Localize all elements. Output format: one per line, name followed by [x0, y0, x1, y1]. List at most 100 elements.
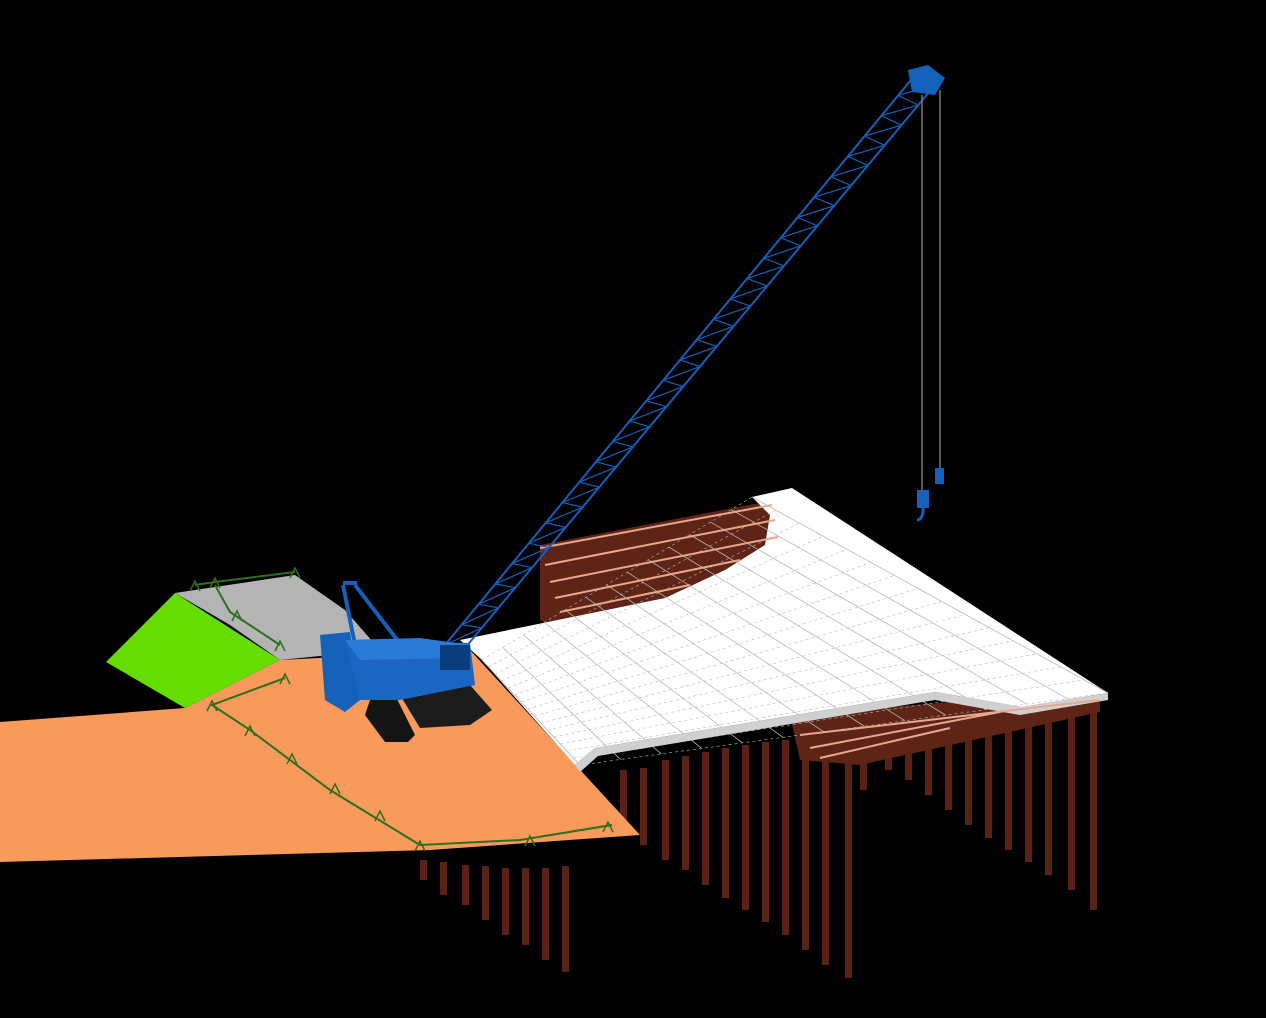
- girder-block-back: [540, 500, 790, 630]
- boom-lacing: [612, 440, 634, 448]
- fence-post: [274, 639, 286, 652]
- crane-cab-top: [345, 638, 470, 660]
- boom-lacing: [780, 225, 818, 239]
- temporary-deck: [460, 488, 1109, 772]
- steel-pile: [722, 748, 729, 898]
- steel-pile: [925, 718, 932, 795]
- boom-lacing: [814, 196, 835, 207]
- boom-lacing: [545, 506, 583, 524]
- boom-lacing: [663, 365, 701, 381]
- boom-lacing: [847, 155, 869, 166]
- boom-lacing: [629, 406, 667, 422]
- steel-pile: [420, 860, 427, 880]
- steel-pile: [662, 760, 669, 860]
- steel-pile: [562, 866, 569, 972]
- boom-lacing: [814, 184, 852, 198]
- deck-grid-line: [488, 509, 776, 668]
- boom-lacing: [512, 562, 533, 569]
- boom-lacing: [495, 583, 516, 589]
- steel-pile: [845, 738, 852, 978]
- fence-post: [329, 782, 341, 795]
- boom-lacing: [881, 115, 902, 126]
- boom-lacing: [830, 176, 852, 187]
- boom-lacing: [562, 486, 600, 504]
- boom-lacing: [864, 124, 902, 137]
- boom-lacing: [696, 325, 734, 341]
- deck-grid-line: [710, 521, 1027, 705]
- deck-grid-line: [523, 634, 662, 755]
- boom-lacing: [646, 386, 684, 402]
- boom-lacing: [797, 205, 835, 219]
- boom-lacing: [847, 144, 885, 158]
- deck-grid-line: [501, 535, 824, 682]
- boom-lacing: [461, 607, 499, 626]
- girder-flange-line: [559, 584, 691, 613]
- fence-post: [414, 839, 426, 852]
- steel-pile: [682, 756, 689, 870]
- boom-lacing: [646, 400, 667, 408]
- deck-grid-line: [585, 596, 784, 738]
- deck-edge-front: [575, 692, 1108, 772]
- boom-lacing: [629, 420, 650, 428]
- fence-front: [209, 677, 613, 847]
- steel-pile: [742, 745, 749, 910]
- hook-block: [916, 468, 944, 522]
- boom-lacing: [579, 481, 600, 488]
- fence-post: [524, 834, 536, 847]
- deck-grid-line: [544, 622, 703, 749]
- deck-grid-line: [508, 548, 848, 689]
- steel-pile: [1068, 704, 1075, 890]
- deck-slab: [460, 488, 1108, 765]
- deck-grid-line: [481, 496, 753, 661]
- boom-lacing: [713, 318, 734, 327]
- deck-grid-line: [647, 559, 906, 722]
- boom-lacing: [897, 94, 919, 106]
- deck-grid-line: [606, 584, 824, 733]
- steel-pile: [1045, 706, 1052, 875]
- deck-panel-grid: [481, 496, 1109, 766]
- crane-boom-lattice: [444, 74, 936, 649]
- steel-pile: [822, 738, 829, 965]
- steel-pile: [542, 868, 549, 960]
- girder-flange-line: [799, 699, 1101, 736]
- fence-back: [194, 571, 296, 586]
- steel-pile: [482, 866, 489, 920]
- crawler-crane: [320, 65, 945, 742]
- fence-post: [602, 820, 614, 833]
- boom-lacing: [595, 446, 634, 463]
- boom-lacing: [763, 245, 801, 259]
- girder-flange-line: [549, 536, 779, 583]
- girder-flange-line: [809, 711, 1001, 749]
- girder-flange-line: [819, 727, 951, 759]
- girder-flange-line: [544, 519, 776, 566]
- steel-pile: [1005, 710, 1012, 850]
- steel-pile: [1025, 708, 1032, 862]
- boom-lacing: [562, 501, 583, 508]
- boom-lacing: [696, 339, 717, 347]
- boom-lacing: [730, 298, 751, 307]
- steel-pile: [985, 712, 992, 838]
- deck-grid-line: [564, 609, 743, 744]
- deck-grid-line: [481, 659, 581, 766]
- deck-grid-line: [668, 546, 946, 716]
- boom-lacing: [595, 461, 617, 468]
- steel-pile: [802, 738, 809, 950]
- crawler-track-left: [365, 695, 415, 742]
- deck-grid-line: [534, 601, 942, 717]
- deck-grid-line: [494, 522, 800, 675]
- boom-lacing: [612, 426, 650, 442]
- steel-pile: [440, 862, 447, 895]
- boom-lacing: [881, 104, 919, 117]
- boom-lacing: [830, 164, 869, 178]
- boom-lacing: [461, 624, 482, 629]
- steel-pile: [762, 742, 769, 922]
- steel-pile: [945, 716, 952, 810]
- boom-lacing: [780, 237, 801, 247]
- boom-lacing: [713, 305, 751, 320]
- embankment-slope: [106, 593, 280, 708]
- deck-grid-line: [527, 588, 919, 710]
- steel-piles: [420, 580, 1097, 978]
- boom-lacing: [444, 627, 483, 646]
